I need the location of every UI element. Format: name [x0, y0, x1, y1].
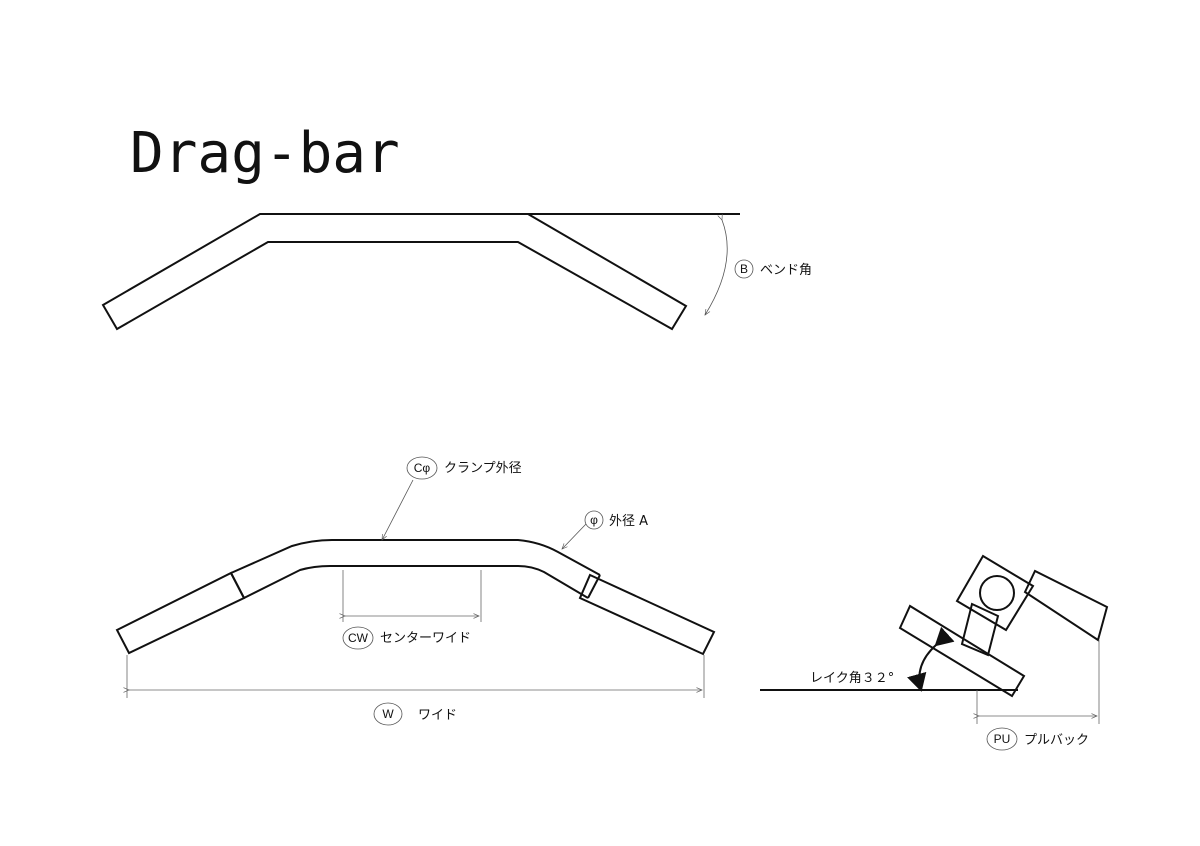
outer-leader	[562, 523, 587, 549]
pu-tag: PU	[994, 732, 1011, 746]
bend-tag: B	[740, 262, 748, 276]
bar-lower-edge	[243, 565, 589, 599]
bar-end	[1023, 569, 1109, 642]
clamp-block	[955, 554, 1035, 632]
bar-section	[979, 575, 1015, 611]
bend-tag-circle	[734, 259, 754, 279]
w-tag-circle	[373, 702, 403, 726]
left-grip	[115, 571, 246, 655]
bend-label: ベンド角	[760, 263, 812, 278]
outer-tag: φ	[590, 513, 598, 527]
front-bar-view: Cφ クランプ外径 φ 外径 A CW センターワイド W ワイド	[115, 456, 716, 726]
outer-tag-circle	[584, 510, 604, 530]
clamp-tag: Cφ	[414, 461, 431, 475]
page-title: Drag-bar	[130, 121, 400, 186]
rake-angle-arc	[907, 626, 955, 692]
cw-tag-circle	[342, 626, 374, 650]
w-tag: W	[382, 707, 394, 721]
clamp-leader	[382, 479, 414, 540]
top-plate	[898, 604, 1026, 698]
rake-label: レイク角３２°	[810, 671, 894, 686]
w-label: ワイド	[418, 708, 457, 723]
side-view: レイク角３２° PU プルバック	[760, 554, 1109, 751]
right-grip	[578, 573, 716, 656]
bar-upper-edge	[230, 539, 601, 576]
pu-tag-circle	[986, 727, 1018, 751]
top-bar-view: B ベンド角	[101, 213, 812, 331]
riser-post	[960, 602, 1000, 657]
bend-angle-arc	[705, 220, 728, 315]
left-bar-joint	[230, 572, 245, 599]
clamp-label: クランプ外径	[444, 461, 522, 476]
right-bar-joint	[587, 574, 601, 599]
pu-label: プルバック	[1024, 733, 1089, 748]
outer-label: 外径 A	[609, 514, 648, 529]
top-bar-outline	[101, 213, 688, 331]
cw-label: センターワイド	[380, 631, 471, 646]
clamp-tag-circle	[406, 456, 438, 480]
cw-tag: CW	[348, 631, 369, 645]
